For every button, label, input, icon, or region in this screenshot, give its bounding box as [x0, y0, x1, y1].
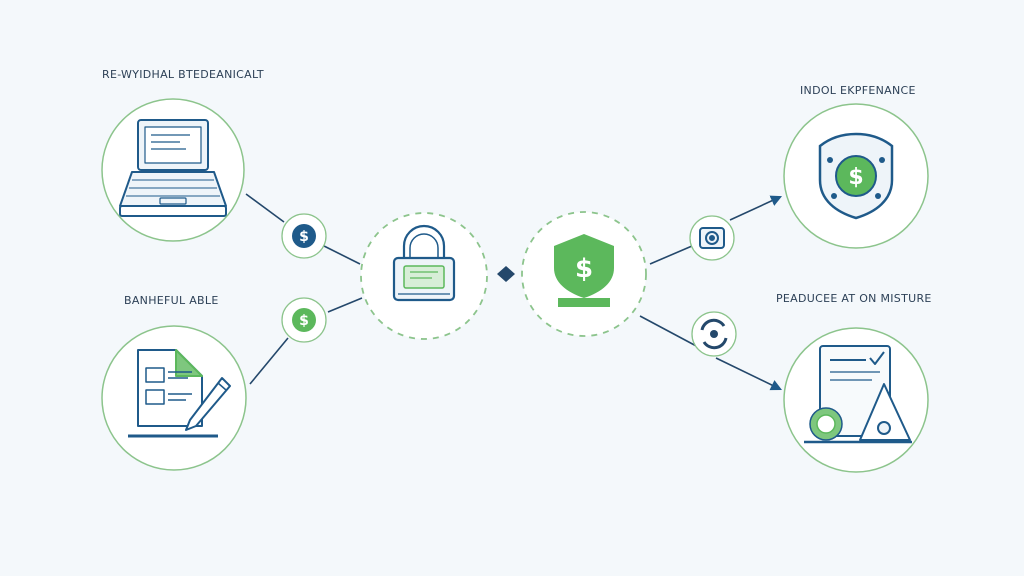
node-laptop: [101, 98, 245, 242]
shield-dollar-icon: $: [554, 234, 614, 307]
connectors: [245, 193, 783, 391]
label-bottom-right: PEADUCEE AT ON MISTURE: [776, 292, 932, 305]
label-top-right: INDOL EKPFENANCE: [800, 84, 916, 97]
node-protection: $: [783, 103, 929, 249]
connector-shield-gear: [649, 245, 693, 265]
dollar-coin-icon: $: [292, 308, 316, 332]
protection-symbol: $: [848, 165, 863, 190]
refresh-icon: [700, 318, 728, 350]
label-bottom-left: BANHEFUL ABLE: [124, 294, 219, 307]
arrow-to-top-right: [729, 195, 783, 221]
arrow-to-bottom-right: [715, 357, 783, 391]
coin-node-2: $: [281, 297, 327, 343]
laptop-icon: [119, 119, 227, 217]
node-measure: [783, 327, 929, 473]
coin-1-symbol: $: [299, 229, 309, 245]
document-pen-icon: [128, 349, 231, 438]
gear-node: [689, 215, 735, 261]
padlock-icon: [392, 224, 456, 302]
connector-laptop-coin: [245, 193, 285, 223]
connector-document-coin: [249, 337, 289, 385]
label-top-left: RE-WYIDHAL BTEDEANICALT: [102, 68, 264, 81]
coin-2-symbol: $: [299, 313, 309, 329]
dollar-coin-icon: $: [292, 224, 316, 248]
shield-symbol: $: [575, 254, 593, 284]
connector-coin-padlock: [323, 245, 361, 265]
node-padlock: [360, 212, 488, 340]
connector-coin2-padlock: [327, 297, 363, 313]
refresh-node: [691, 311, 737, 357]
coin-node-1: $: [281, 213, 327, 259]
node-shield: $: [521, 211, 647, 337]
connector-shield-refresh: [639, 315, 701, 349]
shield-coin-icon: $: [818, 132, 894, 220]
diamond-connector-icon: [497, 266, 515, 282]
gear-icon: [699, 227, 725, 249]
checklist-tools-icon: [804, 345, 912, 444]
node-document: [101, 325, 247, 471]
